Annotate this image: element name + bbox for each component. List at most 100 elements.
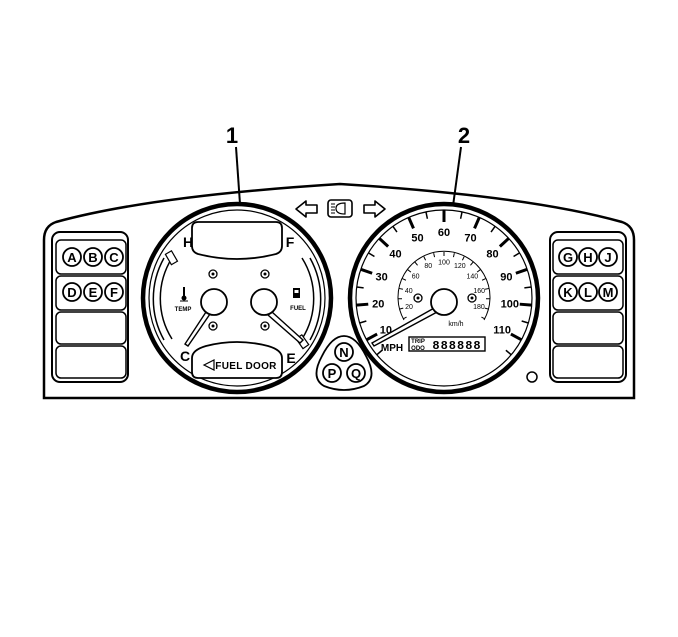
mph-minor-tick <box>368 252 375 258</box>
kmh-tick <box>470 261 474 266</box>
headlamp-icon <box>327 199 353 218</box>
lamp-j: J <box>598 247 618 267</box>
svg-text:K: K <box>563 285 573 300</box>
speedo-screw <box>413 293 423 303</box>
mph-major-tick <box>473 216 481 229</box>
callout-1-leader <box>235 146 241 205</box>
svg-text:F: F <box>110 285 118 300</box>
svg-text:C: C <box>109 250 119 265</box>
mph-tick-label: 90 <box>500 272 512 284</box>
upper-display-window <box>191 221 283 260</box>
svg-text:M: M <box>603 285 614 300</box>
temp-needle <box>184 288 228 347</box>
gauge-screw <box>208 321 218 331</box>
kmh-tick <box>402 278 407 281</box>
kmh-tick <box>414 261 418 266</box>
svg-text:E: E <box>89 285 98 300</box>
mph-major-tick <box>360 267 373 275</box>
svg-text:H: H <box>583 250 592 265</box>
svg-text:P: P <box>328 366 337 381</box>
svg-text:D: D <box>67 285 76 300</box>
fuel-door-window <box>191 341 283 379</box>
fuel-label: FUEL <box>290 306 306 312</box>
kmh-tick-marks <box>397 252 491 320</box>
mph-tick-marks <box>356 210 532 356</box>
svg-text:B: B <box>88 250 97 265</box>
mph-tick-label: 20 <box>372 298 384 310</box>
lamp-g: G <box>558 247 578 267</box>
mph-minor-tick <box>459 211 463 219</box>
right-turn-arrow-icon <box>363 200 386 218</box>
fuel-full-label: F <box>286 234 295 250</box>
mph-tick-label: 40 <box>389 248 401 260</box>
mph-major-tick <box>515 267 528 275</box>
kmh-tick <box>484 307 489 310</box>
kmh-tick-label: 20 <box>405 304 413 311</box>
mph-minor-tick <box>376 349 383 356</box>
lamp-a: A <box>62 247 82 267</box>
left-turn-arrow-icon <box>295 200 318 218</box>
temp-fuel-gauge: H C F E TEMP FUEL <box>140 201 334 395</box>
lamp-p: P <box>322 363 342 383</box>
mph-minor-tick <box>359 320 367 324</box>
kmh-tick <box>484 287 490 290</box>
odometer-digits: 888888 <box>432 339 481 353</box>
left-warning-lamp-panel: A B C D E F <box>51 231 129 383</box>
gauge-screw <box>208 269 218 279</box>
fuel-needle <box>250 288 305 344</box>
mph-tick-label: 30 <box>375 272 387 284</box>
mph-major-tick <box>407 216 415 229</box>
svg-text:J: J <box>604 250 611 265</box>
mph-tick-label: 50 <box>411 233 423 245</box>
kmh-tick <box>433 253 436 258</box>
callout-1: 1 <box>226 123 238 148</box>
thermometer-icon <box>180 287 188 302</box>
fuel-empty-label: E <box>286 350 295 366</box>
kmh-tick-label: 120 <box>454 263 466 270</box>
mph-minor-tick <box>521 320 529 324</box>
temp-cold-label: C <box>180 348 190 364</box>
mph-minor-tick <box>392 225 398 233</box>
kmh-tick-label: 100 <box>438 260 450 267</box>
kmh-tick <box>461 256 465 261</box>
mph-minor-tick <box>425 211 429 219</box>
lamp-h: H <box>578 247 598 267</box>
mph-major-tick <box>378 237 390 248</box>
lamp-m: M <box>598 282 618 302</box>
svg-text:Q: Q <box>351 366 361 381</box>
lamp-l: L <box>578 282 598 302</box>
lamp-q: Q <box>346 363 366 383</box>
kmh-tick-label: 60 <box>412 273 420 280</box>
kmh-tick <box>407 269 412 273</box>
mph-major-tick <box>510 332 523 342</box>
mph-minor-tick <box>513 252 520 258</box>
speed-needle <box>370 288 458 347</box>
kmh-tick <box>476 269 481 273</box>
lamp-n: N <box>334 342 354 362</box>
fuel-scale-arc <box>301 257 315 340</box>
temp-hot-zone <box>164 249 179 266</box>
mph-tick-label: 70 <box>464 233 476 245</box>
mph-minor-tick <box>524 286 532 289</box>
mph-minor-tick <box>505 349 512 356</box>
temp-scale-arc <box>159 257 173 340</box>
speedo-screw <box>467 293 477 303</box>
gauge-screw <box>260 269 270 279</box>
kmh-tick-label: 80 <box>424 263 432 270</box>
fuel-door-label: FUEL DOOR <box>215 361 277 372</box>
kmh-tick-label: 140 <box>467 273 479 280</box>
kmh-tick-label: 160 <box>473 288 485 295</box>
center-lamp-cluster: N P Q <box>315 335 373 391</box>
kmh-scale-arc <box>397 250 491 321</box>
kmh-tick <box>481 278 486 281</box>
mph-major-tick <box>365 332 378 342</box>
lamp-c: C <box>104 247 124 267</box>
odometer-label-trip: TRIP <box>411 339 425 345</box>
mph-minor-tick <box>356 286 364 289</box>
svg-text:L: L <box>584 285 592 300</box>
mph-major-tick <box>356 302 369 307</box>
kmh-tick <box>398 287 404 290</box>
